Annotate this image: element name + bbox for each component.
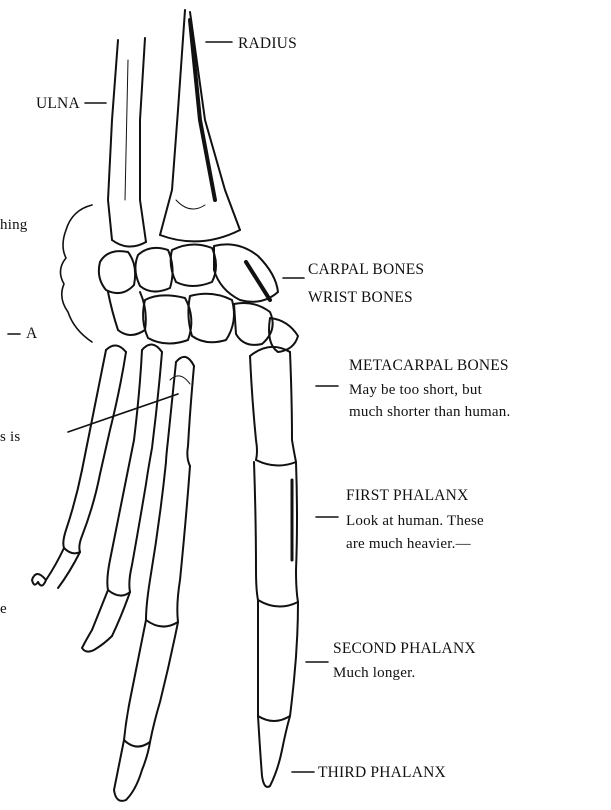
carpal-bones-label: CARPAL BONES bbox=[308, 260, 424, 279]
metacarpal-bones bbox=[82, 344, 296, 484]
third-phalanx-label: THIRD PHALANX bbox=[318, 763, 446, 782]
wrist-bones-label: WRIST BONES bbox=[308, 288, 413, 307]
left-fragment-a: A bbox=[26, 324, 37, 343]
first-phalanges bbox=[63, 462, 298, 627]
radius-label: RADIUS bbox=[238, 34, 297, 53]
metacarpal-bones-label: METACARPAL BONES bbox=[349, 356, 509, 375]
carpal-bones bbox=[99, 244, 298, 352]
first-phalanx-note-line-1: Look at human. These bbox=[346, 512, 484, 531]
leader-lines bbox=[8, 42, 338, 772]
ulna-label: ULNA bbox=[36, 94, 80, 113]
first-phalanx-label: FIRST PHALANX bbox=[346, 486, 468, 505]
radius-bone bbox=[160, 10, 240, 241]
left-fragment-e: e bbox=[0, 600, 7, 619]
pointer-line bbox=[68, 394, 178, 432]
second-phalanx-note: Much longer. bbox=[333, 664, 415, 683]
ulna-bone bbox=[108, 38, 146, 247]
wrist-bracket bbox=[60, 205, 92, 342]
first-phalanx-note-line-2: are much heavier.— bbox=[346, 535, 471, 554]
left-fragment-s-is: s is bbox=[0, 428, 20, 447]
left-fragment-hing: hing bbox=[0, 216, 27, 235]
metacarpal-note-line-2: much shorter than human. bbox=[349, 403, 510, 422]
second-phalanx-label: SECOND PHALANX bbox=[333, 639, 476, 658]
metacarpal-note-line-1: May be too short, but bbox=[349, 381, 482, 400]
third-phalanges bbox=[32, 574, 290, 801]
